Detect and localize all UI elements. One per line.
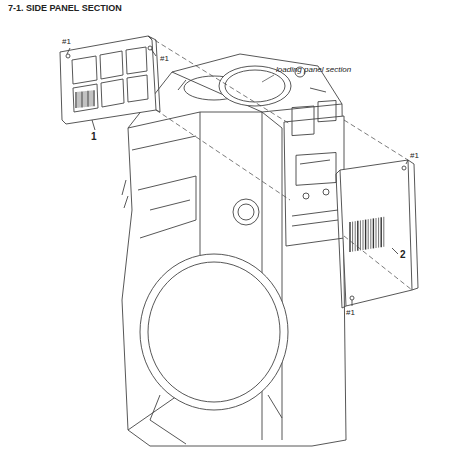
section-title: 7-1. SIDE PANEL SECTION (8, 4, 122, 13)
side-panel-1 (60, 36, 160, 130)
part-number: 2 (400, 250, 406, 260)
assembly-line (148, 36, 412, 290)
speaker-tower (122, 54, 346, 446)
side-panel-2 (336, 160, 418, 308)
screw-callout: #1 (410, 152, 419, 160)
screw-callout: #1 (160, 55, 169, 63)
section-reference: loading panel section (276, 66, 351, 74)
part-number: 1 (91, 132, 97, 142)
screw-callout: #1 (346, 309, 355, 317)
screw-callout: #1 (62, 38, 71, 46)
